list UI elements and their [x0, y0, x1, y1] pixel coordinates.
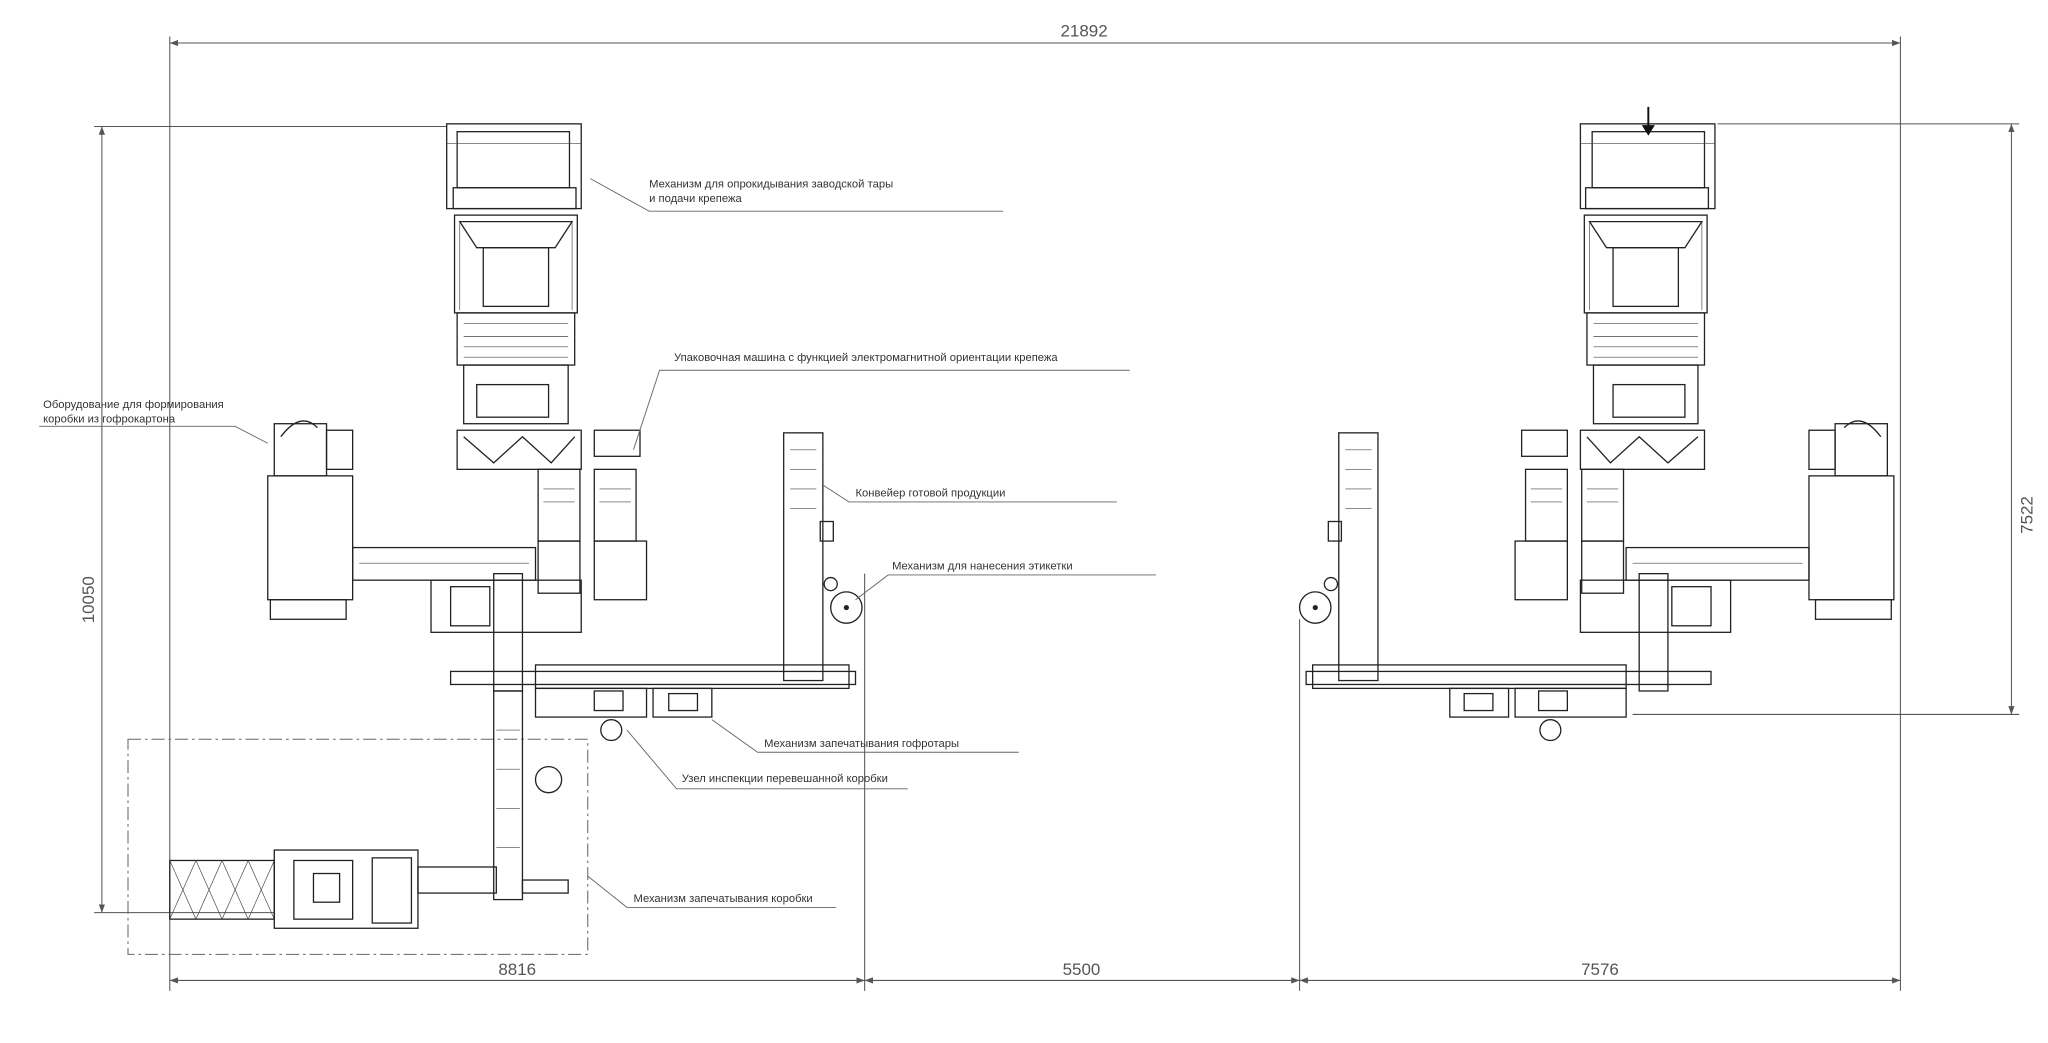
label-packer: Упаковочная машина с функцией электромаг… [674, 352, 1058, 364]
callout-packer: Упаковочная машина с функцией электромаг… [633, 352, 1130, 450]
right-packing-line [1298, 123, 1895, 742]
label-box-former-1: Оборудование для формирования [43, 399, 224, 411]
left-packing-line [267, 123, 863, 742]
callout-inspection: Узел инспекции перевешанной коробки [626, 729, 908, 790]
label-labeler: Механизм для нанесения этикетки [892, 561, 1073, 573]
label-box-former-2: коробки из гофрокартона [43, 413, 176, 425]
down-arrow-icon [1641, 106, 1655, 136]
dimension-bottom: 8816 5500 7576 [169, 573, 1901, 991]
dim-5500: 5500 [1063, 960, 1101, 979]
callout-finished-conveyor: Конвейер готовой продукции [822, 484, 1117, 503]
callout-tipper: Механизм для опрокидывания заводской тар… [590, 178, 1004, 212]
dimension-right-height: 7522 [1632, 123, 2036, 715]
dim-10050: 10050 [79, 576, 98, 623]
dimension-total-height: 10050 [79, 125, 447, 914]
callout-box-sealer: Механизм запечатывания коробки [587, 875, 836, 908]
callout-box-former: Оборудование для формирования коробки из… [39, 399, 268, 444]
label-corrugated-sealer: Механизм запечатывания гофротары [764, 738, 959, 750]
callout-labeler: Механизм для нанесения этикетки [855, 561, 1156, 601]
label-tipper-1: Механизм для опрокидывания заводской тар… [649, 179, 893, 191]
dim-7576: 7576 [1581, 960, 1619, 979]
dim-8816: 8816 [498, 960, 536, 979]
dimension-total-width: 21892 [169, 22, 1901, 991]
callout-corrugated-sealer: Механизм запечатывания гофротары [711, 719, 1019, 753]
label-finished-conveyor: Конвейер готовой продукции [856, 488, 1006, 500]
box-sealer-zone [127, 690, 589, 955]
label-box-sealer: Механизм запечатывания коробки [633, 893, 812, 905]
label-inspection: Узел инспекции перевешанной коробки [682, 773, 888, 785]
label-tipper-2: и подачи крепежа [649, 193, 742, 205]
dim-7522: 7522 [2017, 496, 2036, 534]
dim-21892: 21892 [1060, 22, 1107, 41]
